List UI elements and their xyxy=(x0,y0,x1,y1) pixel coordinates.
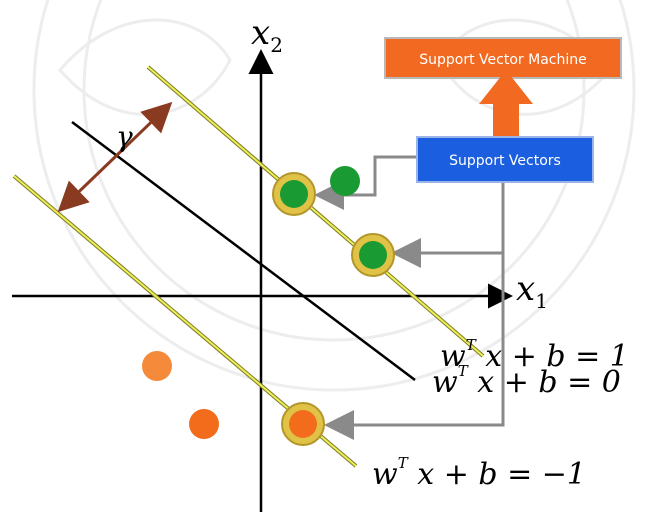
data-point-orange-light xyxy=(142,351,172,381)
x1-axis-label: x1 xyxy=(516,269,548,313)
margin-line-plus-inner xyxy=(147,66,484,357)
data-point-orange xyxy=(189,409,219,439)
equation-minus-margin: wT x + b = −1 xyxy=(372,454,586,492)
support-vectors-box-label: Support Vectors xyxy=(449,153,561,169)
equation-decision-boundary: wT x + b = 0 xyxy=(432,362,621,400)
margin-width-arrow xyxy=(57,101,173,213)
equation-plus-margin: wT x + b = 1 xyxy=(440,336,629,374)
svm-box-label: Support Vector Machine xyxy=(419,52,586,68)
support-vector-green-1 xyxy=(272,172,316,216)
data-point-green xyxy=(330,166,360,196)
x2-axis-label: x2 xyxy=(251,13,283,57)
support-vector-green-2 xyxy=(351,233,395,277)
watermark-seal xyxy=(32,0,636,392)
up-arrow xyxy=(479,70,533,137)
support-vectors-box xyxy=(416,136,594,183)
support-vector-orange xyxy=(281,402,325,446)
gamma-label: γ xyxy=(116,120,133,153)
